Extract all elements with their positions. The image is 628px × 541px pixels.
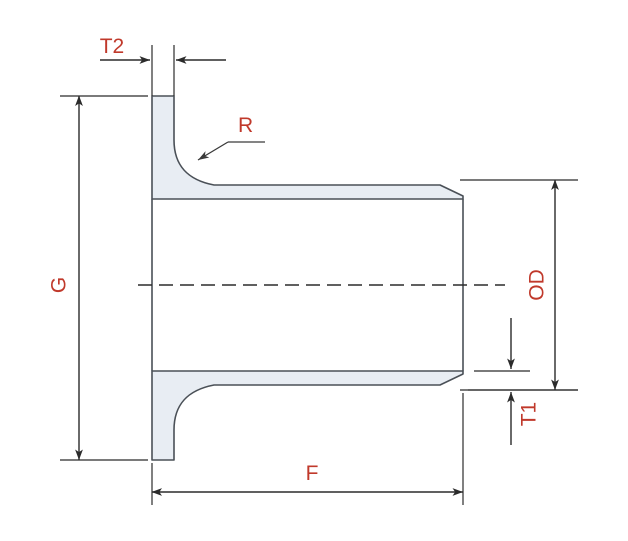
r-label: R bbox=[238, 114, 253, 137]
part-upper-half bbox=[151, 95, 464, 200]
r-leader-arrow bbox=[197, 141, 229, 161]
f-label: F bbox=[306, 462, 319, 485]
dimension-t2: T2 bbox=[100, 35, 226, 96]
dimension-r: R bbox=[197, 114, 265, 161]
part-lower-half bbox=[151, 370, 464, 461]
g-label: G bbox=[48, 277, 71, 293]
od-label: OD bbox=[526, 269, 549, 301]
t2-label: T2 bbox=[100, 35, 125, 58]
dimension-t1: T1 bbox=[468, 318, 578, 445]
upper-flange-and-wall bbox=[151, 95, 464, 200]
t1-label: T1 bbox=[518, 402, 541, 427]
dimension-f: F bbox=[151, 393, 464, 505]
dimension-g: G bbox=[48, 95, 148, 461]
lower-flange-and-wall bbox=[151, 370, 464, 461]
